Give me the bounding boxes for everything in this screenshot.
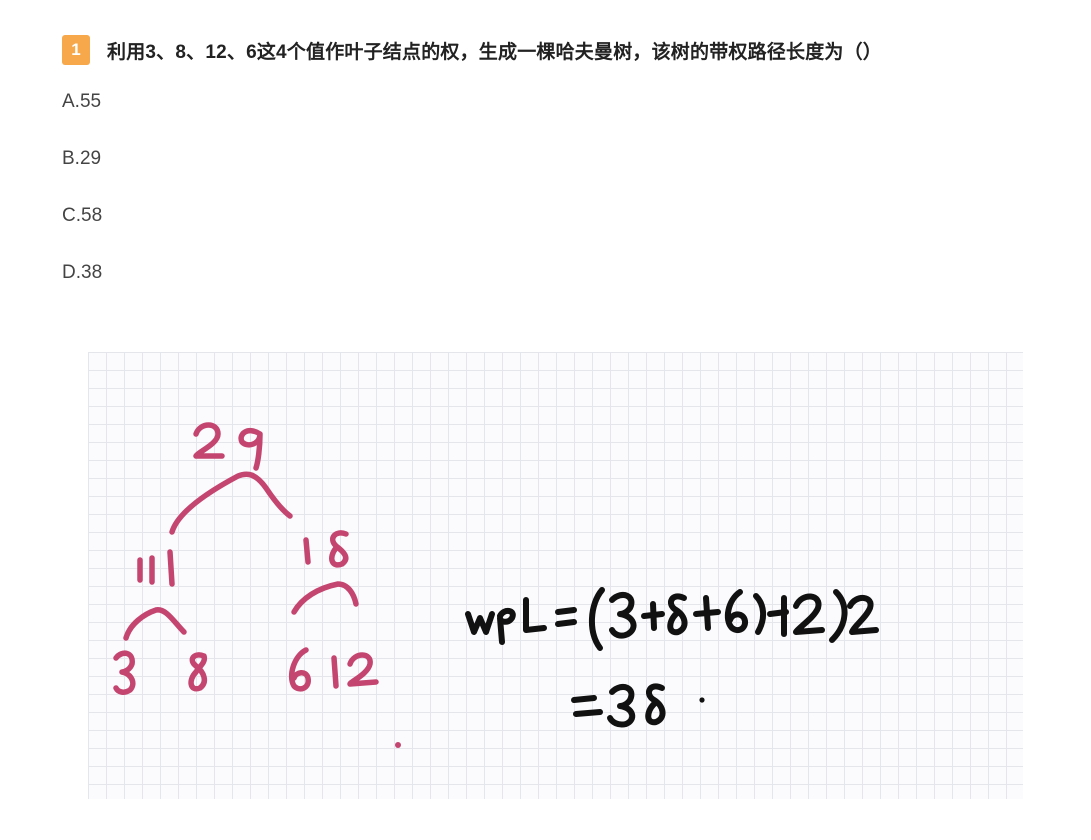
node-11 <box>137 549 175 587</box>
node-18 <box>303 530 349 568</box>
option-b[interactable]: B.29 <box>62 148 102 169</box>
node-29 <box>193 422 263 471</box>
branch-18 <box>291 581 359 615</box>
branch-root <box>169 471 293 535</box>
leaf-3 <box>113 650 136 695</box>
formula-result <box>571 683 705 728</box>
ink-dot <box>395 742 401 748</box>
formula-wpl <box>465 587 879 651</box>
question-number-badge: 1 <box>62 35 90 65</box>
handwritten-solution-image <box>88 352 1023 799</box>
question-header: 1 利用3、8、12、6这4个值作叶子结点的权，生成一棵哈夫曼树，该树的带权路径… <box>62 34 882 66</box>
option-c[interactable]: C.58 <box>62 205 103 226</box>
question-text: 利用3、8、12、6这4个值作叶子结点的权，生成一棵哈夫曼树，该树的带权路径长度… <box>107 41 883 63</box>
option-d[interactable]: D.38 <box>62 262 103 283</box>
leaf-8 <box>188 652 208 692</box>
leaf-12 <box>331 652 379 689</box>
branch-11 <box>123 607 187 641</box>
option-a[interactable]: A.55 <box>62 91 102 112</box>
leaf-6 <box>288 647 311 692</box>
handwritten-drawing <box>113 422 879 748</box>
answer-options: A.55 B.29 C.58 D.38 <box>62 90 102 318</box>
